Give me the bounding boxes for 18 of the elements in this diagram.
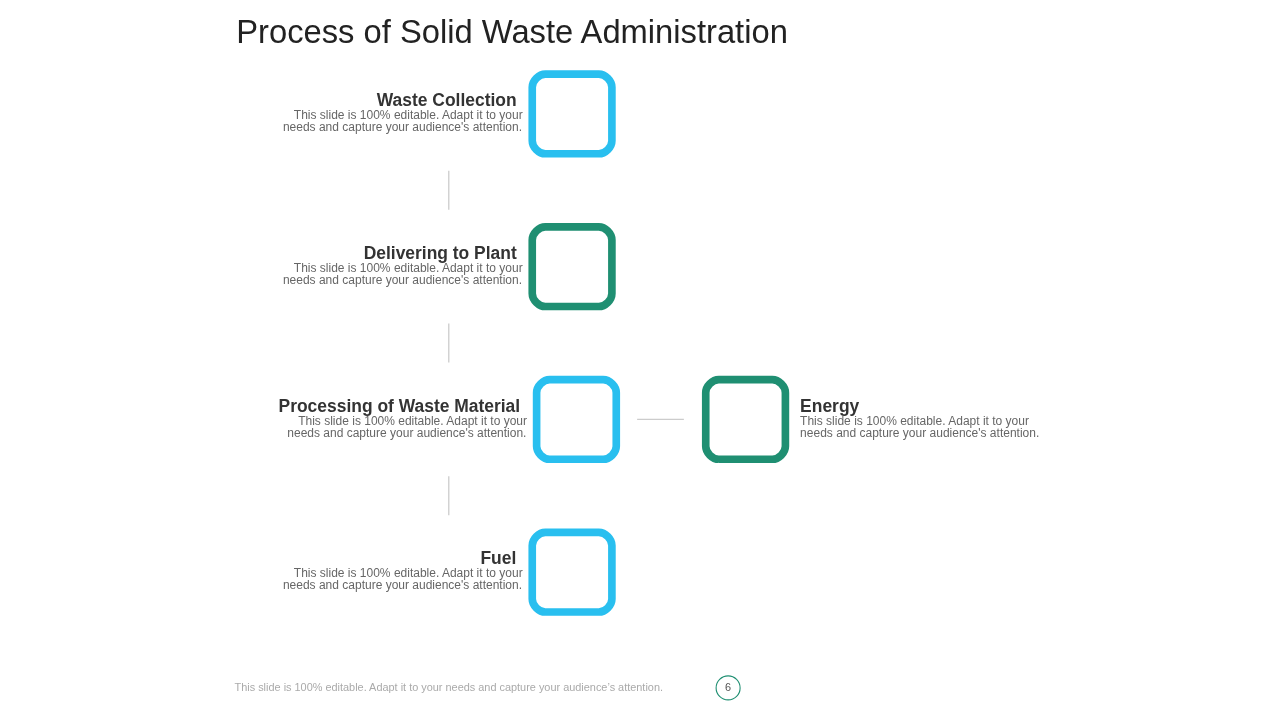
connector (636, 418, 685, 421)
label: This slide is 100% editable. Adapt it to your needs and capture your audience’s attention. (234, 680, 663, 693)
connector (448, 322, 450, 364)
node-box (528, 70, 616, 158)
node-label: This slide is 100% editable. Adapt it to your needs and capture your audience's attention. (282, 566, 523, 593)
label: 6 (725, 680, 732, 693)
node-label: Processing of Waste Material (278, 395, 521, 416)
node-label: Waste Collection (376, 90, 517, 111)
node-box (532, 375, 621, 464)
diagram-title: Process of Solid Waste Administration (236, 13, 788, 51)
node-box (528, 528, 616, 616)
connector (448, 170, 450, 211)
node-label: Delivering to Plant (363, 242, 517, 263)
connector (448, 475, 450, 516)
node-box (528, 223, 616, 311)
node-label: This slide is 100% editable. Adapt it to your needs and capture your audience's attention. (282, 108, 523, 135)
node-box (701, 375, 790, 464)
node-label: Fuel (480, 548, 517, 569)
